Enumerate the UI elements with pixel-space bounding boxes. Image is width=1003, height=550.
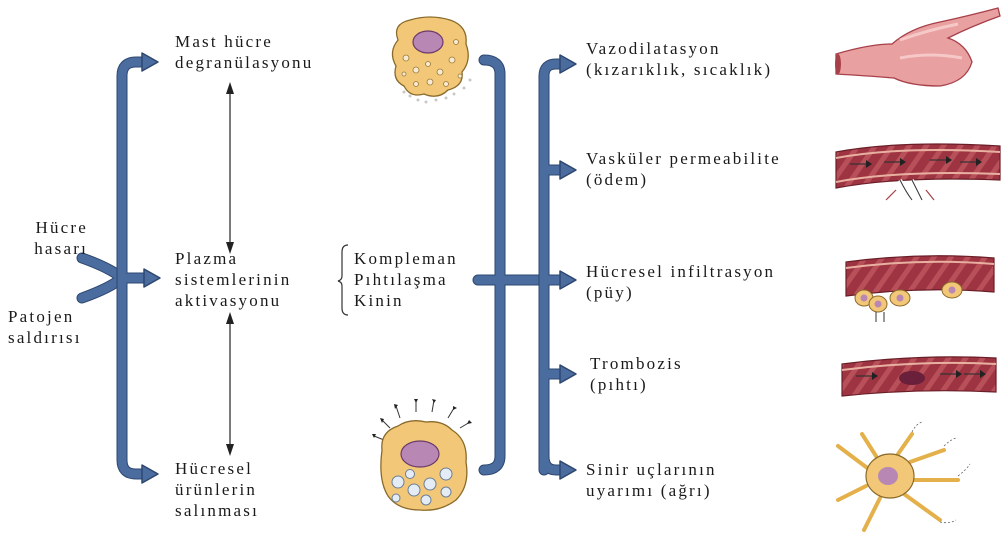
thin-connector-top [226,82,234,254]
thrombosis-line-2: (pıhtı) [590,374,683,395]
nerve-label: Sinir uçlarının uyarımı (ağrı) [586,459,717,501]
permeability-line-1: Vasküler permeabilite [586,148,781,169]
mast-cell-line-2: degranülasyonu [175,52,313,73]
vasodilation-line-1: Vazodilatasyon [586,38,772,59]
cell-products-line-3: salınması [175,500,259,521]
pathogen-attack-line-2: saldırısı [8,327,82,348]
pathogen-attack-line-1: Patojen [8,306,82,327]
plasma-system-kinin: Kinin [354,290,458,311]
mast-cell-illustration [392,17,471,104]
cell-products-line-2: ürünlerin [175,479,259,500]
permeability-line-2: (ödem) [586,169,781,190]
plasma-label: Plazma sistemlerinin aktivasyonu [175,248,291,311]
right-merge-arrows [478,60,544,470]
thrombosis-line-1: Trombozis [590,353,683,374]
cell-products-label: Hücresel ürünlerin salınması [175,458,259,521]
cell-damage-line-1: Hücre [14,217,88,238]
plasma-systems-brace [338,245,348,315]
left-branch-arrows [122,53,160,483]
input-merge-arrow [82,258,122,298]
thrombosis-illustration [842,357,996,396]
cell-damage-label: Hücre hasarı [14,217,88,259]
mast-cell-label: Mast hücre degranülasyonu [175,31,313,73]
plasma-system-complement: Kompleman [354,248,458,269]
mast-cell-line-1: Mast hücre [175,31,313,52]
outcome-branch-arrows [544,55,576,479]
secreting-cell-illustration [372,399,472,510]
plasma-line-1: Plazma [175,248,291,269]
pathogen-attack-label: Patojen saldırısı [8,306,82,348]
thrombosis-label: Trombozis (pıhtı) [590,353,683,395]
permeability-illustration [836,144,1000,200]
thin-connector-bottom [226,312,234,456]
plasma-line-2: sistemlerinin [175,269,291,290]
vasodilation-illustration [835,8,1000,86]
nerve-line-1: Sinir uçlarının [586,459,717,480]
plasma-system-coagulation: Pıhtılaşma [354,269,458,290]
plasma-line-3: aktivasyonu [175,290,291,311]
permeability-label: Vasküler permeabilite (ödem) [586,148,781,190]
plasma-systems-list: Kompleman Pıhtılaşma Kinin [354,248,458,311]
nerve-cell-illustration [838,422,970,530]
nerve-line-2: uyarımı (ağrı) [586,480,717,501]
infiltration-line-1: Hücresel infiltrasyon [586,261,775,282]
infiltration-illustration [846,256,994,322]
infiltration-line-2: (püy) [586,282,775,303]
infiltration-label: Hücresel infiltrasyon (püy) [586,261,775,303]
vasodilation-label: Vazodilatasyon (kızarıklık, sıcaklık) [586,38,772,80]
cell-damage-line-2: hasarı [14,238,88,259]
vasodilation-line-2: (kızarıklık, sıcaklık) [586,59,772,80]
cell-products-line-1: Hücresel [175,458,259,479]
